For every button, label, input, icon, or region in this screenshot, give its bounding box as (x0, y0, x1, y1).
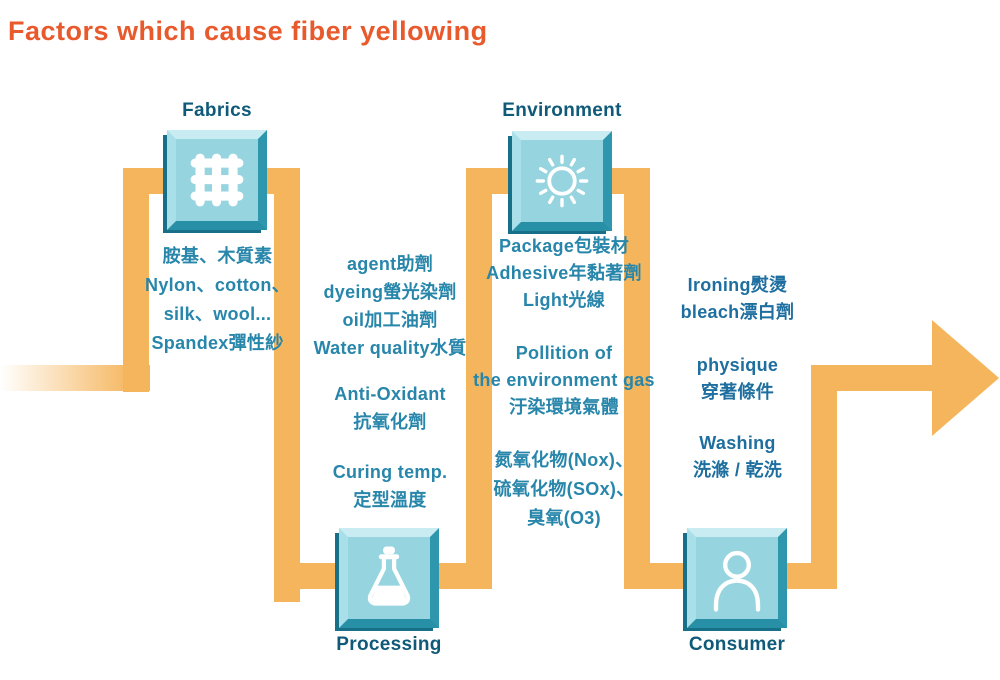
factor-line: Water quality水質 (313, 338, 467, 358)
arrowhead (932, 320, 999, 436)
node-label-consumer: Consumer (688, 634, 786, 655)
factor-group-physique: physique 穿著條件 (655, 352, 820, 406)
weave-grid-icon (190, 153, 244, 207)
factor-line: Washing (699, 433, 776, 453)
fabrics-icon-box (167, 130, 267, 230)
factor-line: Nylon、cotton、 (145, 275, 290, 295)
factor-line: Spandex彈性紗 (151, 333, 284, 353)
environment-icon-box (512, 131, 612, 231)
factor-line: 洗滌 / 乾洗 (692, 460, 783, 480)
factor-line: oil加工油劑 (342, 310, 438, 330)
factor-group-antioxidant: Anti-Oxidant 抗氧化劑 (300, 380, 480, 436)
factor-group-processing-chemicals: agent助劑 dyeing螢光染劑 oil加工油劑 Water quality… (300, 250, 480, 362)
factor-line: Adhesive年黏著劑 (486, 263, 642, 283)
factor-group-fabrics: 胺基、木質素 Nylon、cotton、 silk、wool... Spande… (110, 242, 325, 358)
consumer-icon-box (687, 528, 787, 628)
page-title: Factors which cause fiber yellowing (8, 16, 488, 46)
factor-group-ironing: Ironing熨燙 bleach漂白劑 (655, 272, 820, 326)
factor-group-pollution: Pollition of the environment gas 汙染環境氣體 (455, 340, 673, 421)
factor-line: 定型溫度 (353, 490, 427, 510)
factor-line: Pollition of (515, 343, 613, 363)
factor-line: Ironing熨燙 (687, 275, 788, 295)
factor-line: 硫氧化物(SOx)、 (493, 479, 635, 499)
flask-icon (367, 546, 411, 606)
factor-group-gases: 氮氧化物(Nox)、 硫氧化物(SOx)、 臭氧(O3) (455, 446, 673, 533)
factor-line: 氮氧化物(Nox)、 (494, 450, 634, 470)
factor-line: agent助劑 (346, 254, 434, 274)
factor-line: 汙染環境氣體 (509, 397, 619, 417)
factor-line: 穿著條件 (700, 382, 775, 402)
factor-group-washing: Washing 洗滌 / 乾洗 (655, 430, 820, 484)
node-label-environment: Environment (502, 100, 622, 121)
processing-icon-box (339, 528, 439, 628)
factor-line: bleach漂白劑 (680, 302, 795, 322)
factor-line: the environment gas (473, 370, 655, 390)
node-label-fabrics: Fabrics (182, 100, 252, 121)
person-icon (713, 550, 761, 612)
node-label-processing: Processing (336, 634, 442, 655)
factor-group-curing: Curing temp. 定型溫度 (300, 458, 480, 514)
factor-line: silk、wool... (163, 304, 272, 324)
factor-line: Package包裝材 (498, 236, 630, 256)
factor-line: Anti-Oxidant (334, 384, 446, 404)
factor-line: 抗氧化劑 (353, 412, 427, 432)
factor-line: Light光線 (522, 290, 606, 310)
factor-line: dyeing螢光染劑 (323, 282, 457, 302)
factor-line: 胺基、木質素 (162, 246, 273, 266)
factor-line: 臭氧(O3) (527, 508, 601, 528)
factor-line: physique (696, 355, 779, 375)
factor-group-environment-materials: Package包裝材 Adhesive年黏著劑 Light光線 (455, 233, 673, 314)
sun-icon (535, 154, 589, 208)
factor-line: Curing temp. (332, 462, 448, 482)
